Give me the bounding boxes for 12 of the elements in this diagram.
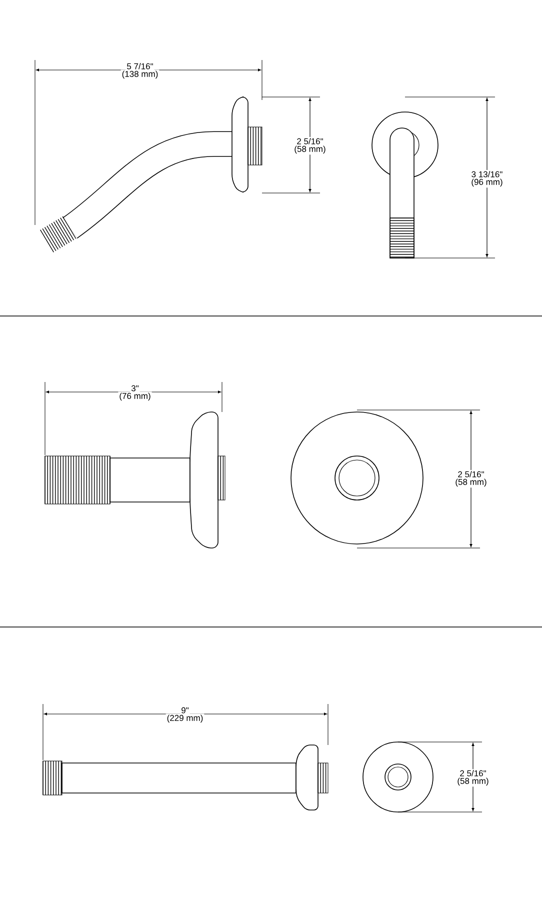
dimension-text: (96 mm) xyxy=(470,178,504,188)
dimension-text: (138 mm) xyxy=(120,70,160,80)
dimension-text: 5 7/16" xyxy=(126,62,154,70)
dimension-text: (58 mm) xyxy=(454,478,488,488)
dimension-text: 3 13/16" xyxy=(470,170,504,178)
dimension-text: 3" xyxy=(130,384,140,392)
dimension-text: (58 mm) xyxy=(293,144,327,155)
dimension-text: 2 5/16" xyxy=(456,470,486,478)
dimension-text: 9" xyxy=(180,706,190,714)
dimension-text: (58 mm) xyxy=(456,776,490,787)
dimension-text: 2 5/16" xyxy=(296,137,324,146)
dimension-text: 2 5/16" xyxy=(458,769,488,778)
